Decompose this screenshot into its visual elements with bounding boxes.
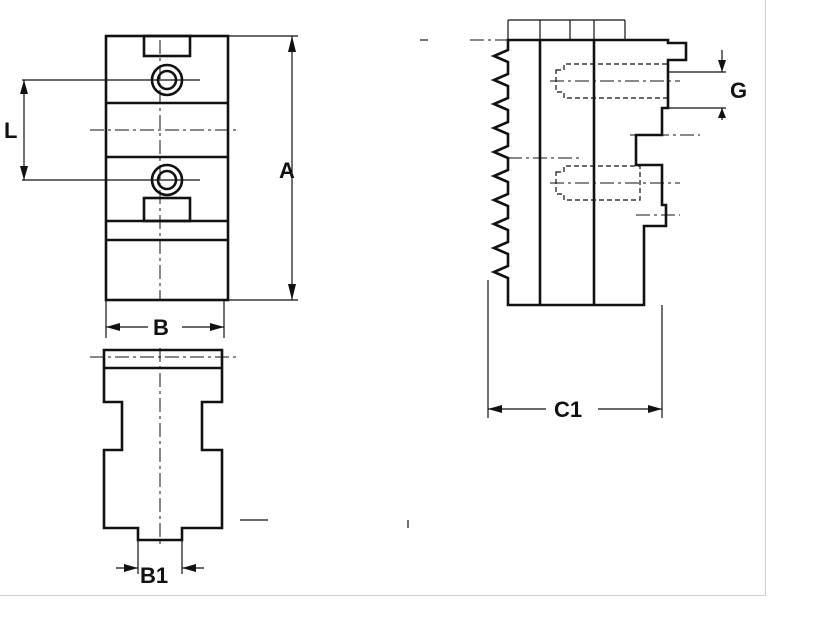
top-key-slot [142, 34, 192, 58]
dim-c1-arrow-right-icon [648, 405, 662, 413]
label-l: L [4, 118, 17, 143]
dimension-b: B [105, 300, 225, 340]
dimension-c1: C1 [487, 280, 663, 422]
drawing-frame [0, 0, 766, 596]
dim-l-arrow-top-icon [20, 80, 28, 94]
dim-g-arrow-bottom-icon [718, 108, 726, 118]
dimension-l: L [4, 79, 200, 181]
label-a: A [279, 158, 295, 183]
dim-c1-arrow-left-icon [488, 405, 502, 413]
label-b1: B1 [140, 563, 168, 588]
dim-a-arrow-bottom-icon [288, 284, 296, 300]
lower-key-block [142, 196, 192, 223]
dimension-g: G [668, 50, 747, 120]
dim-b1-arrow-right-icon [182, 564, 196, 572]
side-lower-bolt-hidden [555, 165, 641, 201]
dimension-a: A [228, 35, 298, 301]
dim-b-arrow-left-icon [106, 323, 120, 331]
label-b: B [153, 315, 169, 340]
label-c1: C1 [554, 397, 582, 422]
label-g: G [730, 78, 747, 103]
side-upper-bolt-hidden [555, 63, 669, 99]
dim-g-arrow-top-icon [718, 60, 726, 72]
side-view [470, 19, 700, 307]
dim-b-arrow-right-icon [210, 323, 224, 331]
dimension-b1: B1 [116, 540, 204, 588]
dim-a-arrow-top-icon [288, 36, 296, 52]
dim-l-arrow-bottom-icon [20, 166, 28, 180]
dim-b-label-bg [148, 314, 182, 340]
dim-b1-arrow-left-icon [124, 564, 138, 572]
